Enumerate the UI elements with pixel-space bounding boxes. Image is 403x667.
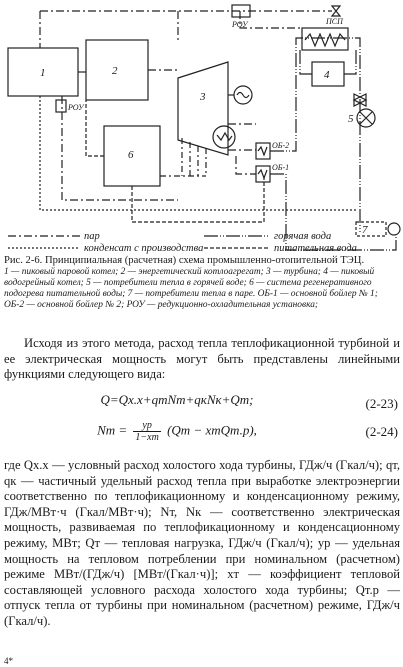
equation-2-24-fraction: yр 1−xт bbox=[133, 420, 161, 443]
equation-2-23: Q=Qх.х+qтNт+qкNк+Qт; (2-23) bbox=[4, 392, 400, 416]
hot-water-supply bbox=[270, 37, 361, 232]
pump-symbol bbox=[387, 222, 401, 236]
equation-2-24-rhs: (Qт − xтQт.р), bbox=[167, 422, 257, 438]
label-7: 7 bbox=[362, 224, 368, 236]
consumer-cross bbox=[359, 111, 373, 125]
caption-legend: 1 — пиковый паровой котел; 2 — энергетич… bbox=[4, 266, 378, 310]
extraction-lines bbox=[160, 138, 207, 177]
psp-coil bbox=[304, 32, 346, 48]
fraction-numerator: yр bbox=[133, 420, 161, 432]
hot-water-return bbox=[270, 173, 397, 251]
rou-top-box bbox=[231, 4, 251, 18]
rou-left-line bbox=[61, 96, 178, 201]
equation-2-23-number: (2-23) bbox=[365, 396, 399, 411]
caption-title: Рис. 2-6. Принципиальная (расчетная) схе… bbox=[4, 255, 365, 266]
figure-caption: Рис. 2-6. Принципиальная (расчетная) схе… bbox=[4, 255, 399, 311]
valve-top bbox=[330, 5, 342, 17]
label-1: 1 bbox=[40, 67, 46, 79]
label-5: 5 bbox=[348, 113, 354, 125]
peak-water-loop bbox=[299, 48, 357, 75]
equation-2-24: Nт = yр 1−xт (Qт − xтQт.р), (2-24) bbox=[4, 420, 400, 444]
page-footer-mark: 4* bbox=[4, 656, 13, 666]
generator-symbol bbox=[233, 85, 253, 105]
legend-hot-water-text: горячая вода bbox=[274, 231, 331, 242]
paragraph-intro: Исходя из этого метода, расход тепла теп… bbox=[4, 336, 400, 382]
fraction-denominator: 1−xт bbox=[135, 432, 159, 443]
legend-feed-water-text: питательная вода bbox=[274, 243, 357, 254]
condensate-line bbox=[39, 96, 356, 211]
label-ob2: ОБ-2 bbox=[272, 141, 289, 150]
equation-2-24-lhs: Nт = bbox=[97, 422, 128, 438]
label-6: 6 bbox=[128, 149, 134, 161]
generator-wave bbox=[236, 91, 250, 99]
ob-coils bbox=[257, 145, 268, 180]
hot-water-consumer-symbol bbox=[356, 108, 376, 128]
label-rou-top: РОУ bbox=[231, 20, 249, 29]
condenser-symbol bbox=[212, 125, 236, 149]
condenser-coil bbox=[216, 131, 233, 142]
label-4: 4 bbox=[324, 69, 330, 81]
feed-water-to-boiler bbox=[85, 100, 104, 157]
label-2: 2 bbox=[112, 65, 118, 77]
steam-consumer-box bbox=[355, 221, 387, 237]
equation-2-24-number: (2-24) bbox=[365, 424, 399, 439]
rou-top-line bbox=[239, 11, 302, 29]
turbine-shape bbox=[177, 61, 229, 156]
feed-water-line bbox=[131, 176, 265, 223]
equation-2-23-body: Q=Qх.х+qтNт+qкNк+Qт; bbox=[100, 392, 254, 407]
label-rou-left: РОУ bbox=[67, 103, 85, 112]
equation-2-24-body: Nт = yр 1−xт (Qт − xтQт.р), bbox=[4, 420, 350, 443]
label-ob1: ОБ-1 bbox=[272, 163, 289, 172]
psp-box bbox=[301, 27, 349, 51]
legend-steam-text: пар bbox=[84, 231, 100, 242]
legend-condensate-text: конденсат с производства bbox=[84, 243, 203, 254]
extraction-to-ob bbox=[228, 123, 256, 175]
rou-left-box bbox=[55, 99, 67, 113]
label-3: 3 bbox=[199, 91, 206, 103]
paragraph-definitions: где Qх.х — условный расход холостого ход… bbox=[4, 458, 400, 628]
thermal-scheme-diagram: 1 2 3 4 5 6 7 РОУ РОУ ПСП ОБ-2 ОБ-1 пар … bbox=[7, 4, 401, 254]
valve-right bbox=[352, 93, 368, 107]
label-psp: ПСП bbox=[325, 17, 344, 26]
